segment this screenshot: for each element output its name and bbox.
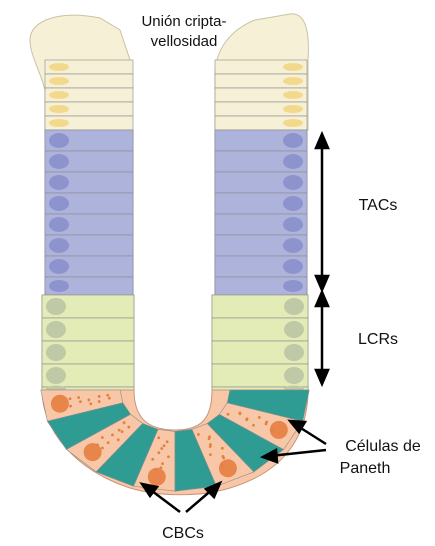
paneth-granule (77, 396, 80, 399)
paneth-granule (98, 395, 101, 398)
paneth-granule (111, 433, 114, 436)
paneth-granule (221, 463, 224, 466)
lcr-nucleus (284, 344, 304, 361)
paneth-granule (271, 429, 274, 432)
villus-nucleus (283, 119, 303, 127)
right-wall (212, 14, 308, 392)
tac-nucleus (49, 154, 69, 169)
tac-nucleus (283, 217, 303, 232)
paneth-granule (107, 441, 110, 444)
paneth-granule (69, 397, 72, 400)
paneth-granule (89, 402, 92, 405)
paneth-granule (209, 453, 212, 456)
paneth-granule (96, 444, 99, 447)
tacs-label: TACs (359, 197, 398, 214)
tac-nucleus (49, 217, 69, 232)
paneth-granule (157, 451, 160, 454)
paneth-granule (222, 456, 225, 459)
paneth-granule (258, 416, 261, 419)
crypt-base (41, 390, 309, 495)
paneth-granule (167, 455, 170, 458)
paneth-granule (227, 413, 230, 416)
paneth-label-line2: Paneth (340, 460, 391, 477)
lcr-nucleus (46, 344, 66, 361)
paneth-granule (221, 447, 224, 450)
paneth-granule (108, 397, 111, 400)
tac-nucleus (283, 280, 303, 292)
tac-range-arrow (316, 134, 328, 290)
tac-nucleus (283, 259, 303, 274)
tac-nucleus (283, 238, 303, 253)
paneth-granule (166, 440, 169, 443)
villus-nucleus (49, 105, 69, 113)
lcr-nucleus (46, 321, 66, 338)
paneth-granule (209, 445, 212, 448)
tac-nucleus (49, 133, 69, 148)
paneth-granule (160, 466, 163, 469)
paneth-granule (127, 426, 130, 429)
lcr-nucleus (284, 367, 304, 384)
tac-nucleus (49, 259, 69, 274)
paneth-granule (163, 444, 166, 447)
villus-nucleus (49, 91, 69, 99)
junction-label-line2: vellosidad (151, 33, 218, 50)
paneth-granule (117, 438, 120, 441)
paneth-granule (265, 421, 268, 424)
tac-nucleus (283, 196, 303, 211)
villus-nucleus (283, 63, 303, 71)
paneth-granule (101, 447, 104, 450)
paneth-granule (208, 437, 211, 440)
paneth-nucleus (51, 395, 69, 413)
villus-nucleus (49, 63, 69, 71)
villus-nucleus (49, 77, 69, 85)
villus-nucleus (283, 105, 303, 113)
paneth-granule (69, 405, 72, 408)
tac-nucleus (283, 154, 303, 169)
villus-nucleus (49, 119, 69, 127)
junction-label-line1: Unión cripta- (141, 13, 226, 30)
lcr-nucleus (46, 367, 66, 384)
paneth-granule (151, 458, 154, 461)
lcr-range-arrow (316, 292, 328, 384)
cbcs-label: CBCs (162, 525, 204, 542)
lcr-nucleus (46, 298, 66, 315)
paneth-granule (239, 412, 242, 415)
tac-nucleus (49, 238, 69, 253)
lcr-nucleus (284, 321, 304, 338)
paneth-nucleus (219, 459, 237, 477)
tac-nucleus (283, 133, 303, 148)
paneth-granule (123, 421, 126, 424)
paneth-granule (79, 400, 82, 403)
paneth-label-line1: Células de (345, 438, 421, 455)
paneth-granule (121, 430, 124, 433)
paneth-granule (252, 424, 255, 427)
paneth-granule (101, 436, 104, 439)
tac-nucleus (49, 175, 69, 190)
paneth-granule (246, 417, 249, 420)
paneth-granule (157, 436, 160, 439)
paneth-granule (197, 433, 200, 436)
tac-nucleus (49, 196, 69, 211)
lcr-nucleus (284, 298, 304, 315)
villus-nucleus (283, 77, 303, 85)
paneth-granule (87, 399, 90, 402)
paneth-granule (160, 447, 163, 450)
paneth-granule (154, 469, 157, 472)
paneth-granule (161, 462, 164, 465)
tac-nucleus (283, 175, 303, 190)
tac-nucleus (49, 280, 69, 292)
left-wall (30, 15, 134, 391)
paneth-granule (98, 400, 101, 403)
lcrs-label: LCRs (358, 331, 398, 348)
paneth-granule (118, 429, 121, 432)
paneth-granule (106, 394, 109, 397)
paneth-nucleus (84, 443, 102, 461)
villus-nucleus (283, 91, 303, 99)
